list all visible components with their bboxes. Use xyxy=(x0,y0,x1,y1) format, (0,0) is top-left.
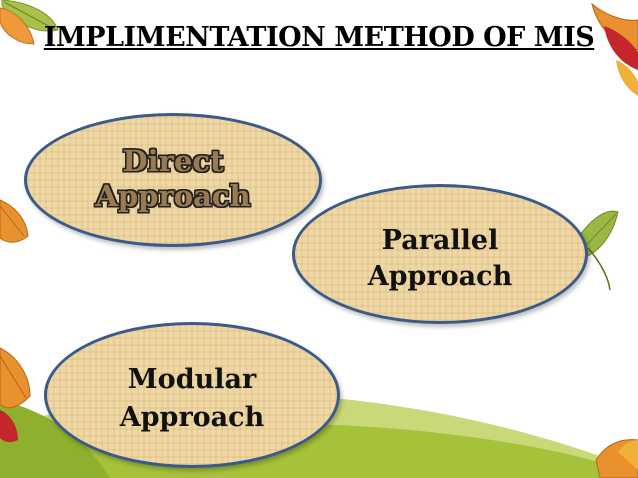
direct-approach-line2: Approach xyxy=(95,179,251,213)
leaf-top-left-orange-icon xyxy=(0,7,35,45)
direct-approach-label: Direct Approach xyxy=(27,144,319,214)
modular-approach-line2: Approach xyxy=(119,402,265,433)
direct-approach-line1: Direct xyxy=(122,144,224,178)
modular-approach-oval: Modular Approach xyxy=(44,322,340,468)
modular-approach-label: Modular Approach xyxy=(47,361,337,437)
modular-approach-line1: Modular xyxy=(127,364,257,395)
slide-title: IMPLIMENTATION METHOD OF MIS xyxy=(43,22,595,53)
parallel-approach-oval: Parallel Approach xyxy=(292,184,588,324)
ground-hill-left xyxy=(0,400,110,478)
leaf-left-middle-icon xyxy=(0,199,29,243)
parallel-approach-label: Parallel Approach xyxy=(295,223,585,295)
leaf-bottom-left-icon xyxy=(0,347,31,443)
parallel-approach-line2: Approach xyxy=(367,261,513,292)
parallel-approach-line1: Parallel xyxy=(381,225,499,256)
leaf-top-right-icon xyxy=(591,2,638,96)
leaf-bottom-right-icon xyxy=(595,439,638,478)
direct-approach-oval: Direct Approach xyxy=(24,113,322,247)
